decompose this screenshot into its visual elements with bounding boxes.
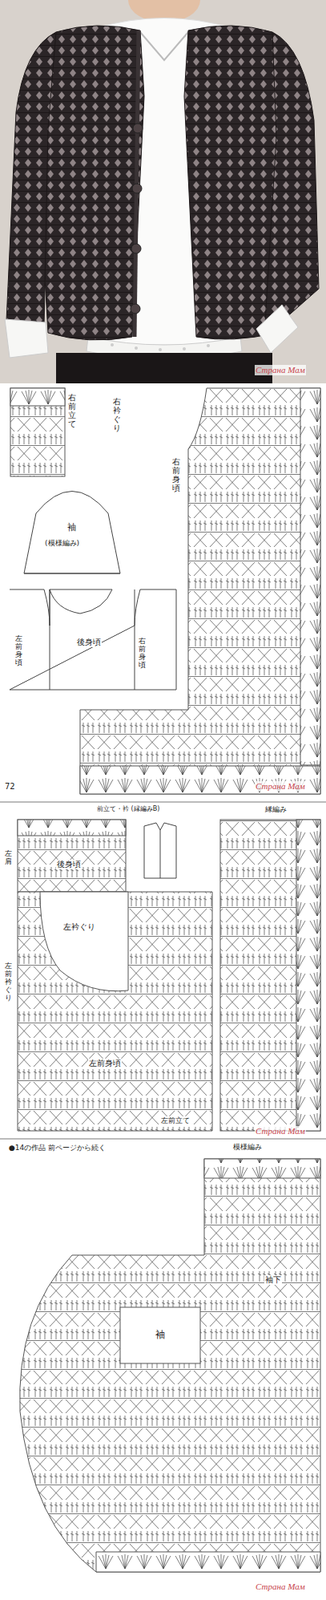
part-label: (模様編み) xyxy=(44,538,81,547)
part-label: 右前身頃 xyxy=(171,456,182,492)
chart-section xyxy=(0,1136,326,1570)
part-label: 縁編み xyxy=(264,804,288,813)
part-label: 左衿ぐり xyxy=(62,921,97,931)
part-label: 左前身頃 xyxy=(14,634,24,667)
part-label: 左前身頃 xyxy=(88,1057,122,1067)
part-label: 模様編み xyxy=(232,1141,263,1150)
watermark: Страна Мам xyxy=(254,1124,306,1135)
watermark: Страна Мам xyxy=(254,780,306,791)
part-label: 左前衿ぐり xyxy=(4,961,13,1001)
part-label: 右前身頃 xyxy=(137,636,147,669)
page-number: 72 xyxy=(4,780,17,791)
chart-section xyxy=(0,800,326,1130)
watermark: Страна Мам xyxy=(254,364,306,375)
watermark: Страна Мам xyxy=(254,1579,306,1590)
part-label: 袖 xyxy=(154,1328,166,1340)
part-label: 後身頃 xyxy=(56,858,82,869)
part-label: ●14の作品 前ページから続く xyxy=(8,1142,107,1151)
chart-section xyxy=(0,383,326,793)
part-label: 前立て・衿 (縁編みB) xyxy=(96,804,161,812)
part-label: 右前立て xyxy=(67,392,77,428)
part-label: 左肩 xyxy=(4,849,13,866)
part-label: 袖下 xyxy=(264,1273,282,1284)
part-label: 右衿ぐり xyxy=(112,396,122,432)
part-label: 左前立て xyxy=(160,1114,191,1123)
part-label: 袖 xyxy=(66,522,77,533)
cardigan-photo xyxy=(0,0,326,383)
part-label: 後身頃 xyxy=(76,636,102,647)
